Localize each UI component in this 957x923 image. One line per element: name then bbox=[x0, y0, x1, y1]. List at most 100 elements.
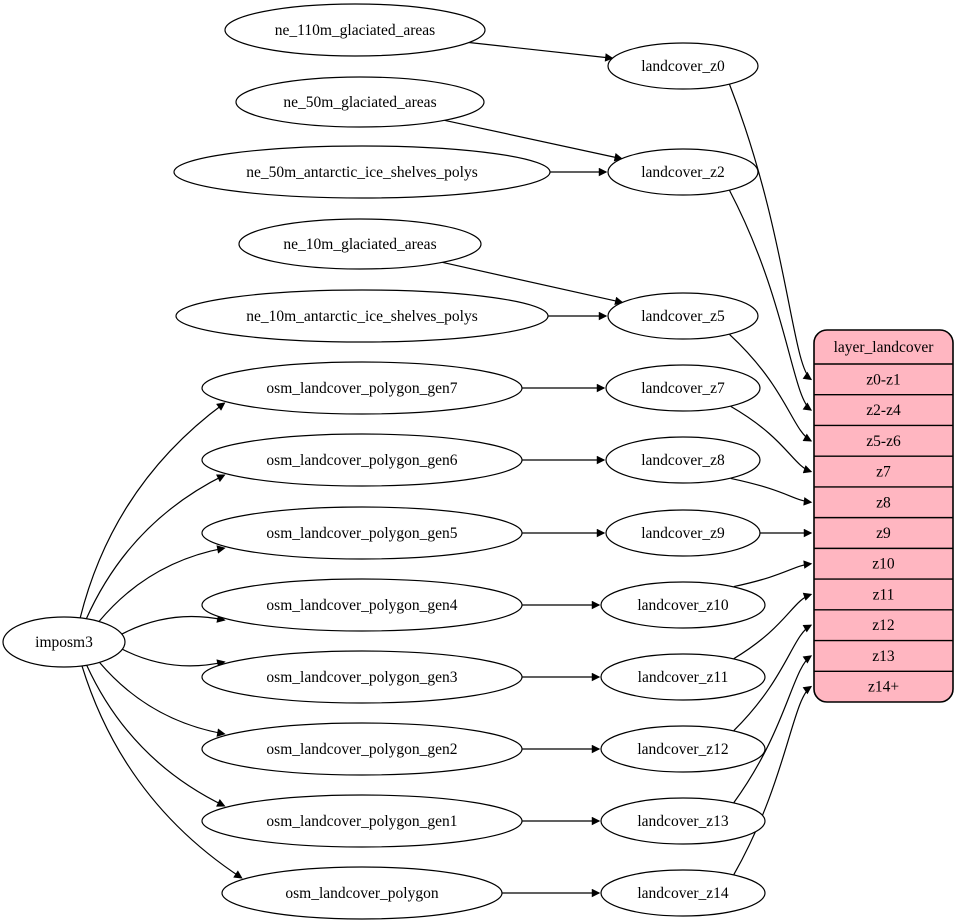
node-osm-landcover-polygon-gen6: osm_landcover_polygon_gen6 bbox=[201, 433, 523, 487]
edge-imposm3-to-osm-landcover-polygon-gen1 bbox=[86, 664, 226, 807]
node-ne-10m-antarctic-ice-shelves-polys: ne_10m_antarctic_ice_shelves_polys bbox=[175, 289, 549, 343]
table-row-z11: z11 bbox=[873, 586, 895, 603]
landcover-z8-label: landcover_z8 bbox=[641, 452, 725, 469]
edge-imposm3-to-osm-landcover-polygon-gen3 bbox=[122, 648, 226, 668]
node-landcover-z9: landcover_z9 bbox=[605, 509, 761, 557]
osm-landcover-polygon-gen3-ellipse bbox=[201, 650, 523, 704]
osm-landcover-polygon-gen4-label: osm_landcover_polygon_gen4 bbox=[266, 597, 457, 614]
edge-landcover-z10-to-row-z10 bbox=[733, 560, 813, 588]
node-osm-landcover-polygon-gen2: osm_landcover_polygon_gen2 bbox=[201, 722, 523, 776]
node-landcover-z2: landcover_z2 bbox=[607, 148, 759, 196]
edge-landcover-z14-to-row-z14 bbox=[733, 685, 813, 875]
node-landcover-z10: landcover_z10 bbox=[600, 581, 766, 629]
node-osm-landcover-polygon: osm_landcover_polygon bbox=[221, 866, 503, 920]
nodes-layer: ne_110m_glaciated_areas ne_50m_glaciated_… bbox=[2, 3, 766, 920]
edge-ne-50m-glaciated-areas-to-landcover-z2 bbox=[444, 119, 623, 162]
imposm3-label: imposm3 bbox=[35, 634, 93, 651]
osm-landcover-polygon-gen7-ellipse bbox=[201, 361, 523, 415]
node-ne-110m-glaciated-areas: ne_110m_glaciated_areas bbox=[224, 3, 486, 57]
edge-landcover-z7-to-row-z7 bbox=[730, 405, 813, 474]
osm-landcover-polygon-gen3-label: osm_landcover_polygon_gen3 bbox=[266, 669, 457, 686]
landcover-z9-label: landcover_z9 bbox=[641, 525, 725, 542]
osm-landcover-polygon-gen2-ellipse bbox=[201, 722, 523, 776]
edge-imposm3-to-osm-landcover-polygon-gen7 bbox=[79, 402, 226, 619]
ne-10m-glaciated-areas-label: ne_10m_glaciated_areas bbox=[283, 236, 436, 253]
osm-landcover-polygon-gen5-ellipse bbox=[201, 506, 523, 560]
osm-landcover-polygon-gen1-label: osm_landcover_polygon_gen1 bbox=[266, 813, 457, 830]
landcover-z9-ellipse bbox=[605, 509, 761, 557]
ne-10m-antarctic-ice-shelves-polys-ellipse bbox=[175, 289, 549, 343]
edge-imposm3-to-osm-landcover-polygon-gen4 bbox=[121, 614, 226, 635]
node-landcover-z13: landcover_z13 bbox=[600, 797, 766, 845]
edge-landcover-z11-to-row-z11 bbox=[733, 592, 813, 660]
landcover-z5-label: landcover_z5 bbox=[641, 308, 725, 325]
ne-10m-antarctic-ice-shelves-polys-label: ne_10m_antarctic_ice_shelves_polys bbox=[246, 308, 478, 325]
osm-landcover-polygon-gen2-label: osm_landcover_polygon_gen2 bbox=[266, 741, 457, 758]
node-landcover-z7: landcover_z7 bbox=[605, 364, 761, 412]
imposm3-ellipse bbox=[2, 616, 126, 668]
edge-imposm3-to-osm-landcover-polygon-gen6 bbox=[85, 474, 226, 619]
node-landcover-z8: landcover_z8 bbox=[605, 436, 761, 484]
edge-imposm3-to-osm-landcover-polygon-gen2 bbox=[99, 661, 226, 737]
ne-110m-glaciated-areas-label: ne_110m_glaciated_areas bbox=[275, 22, 435, 39]
table-row-z0-z1: z0-z1 bbox=[866, 371, 900, 388]
osm-landcover-polygon-gen5-label: osm_landcover_polygon_gen5 bbox=[266, 525, 457, 542]
landcover-z11-label: landcover_z11 bbox=[638, 669, 729, 686]
edge-imposm3-to-osm-landcover-polygon-gen5 bbox=[98, 545, 226, 622]
landcover-z2-ellipse bbox=[607, 148, 759, 196]
landcover-z0-ellipse bbox=[607, 42, 759, 90]
ne-50m-antarctic-ice-shelves-polys-label: ne_50m_antarctic_ice_shelves_polys bbox=[246, 164, 478, 181]
node-landcover-z14: landcover_z14 bbox=[600, 869, 766, 917]
landcover-z11-ellipse bbox=[600, 653, 766, 701]
edge-landcover-z8-to-row-z8 bbox=[730, 477, 813, 506]
node-osm-landcover-polygon-gen3: osm_landcover_polygon_gen3 bbox=[201, 650, 523, 704]
landcover-z10-ellipse bbox=[600, 581, 766, 629]
table-layer: layer_landcoverz0-z1z2-z4z5-z6z7z8z9z10z… bbox=[813, 329, 954, 703]
node-ne-10m-glaciated-areas: ne_10m_glaciated_areas bbox=[238, 218, 482, 270]
node-imposm3: imposm3 bbox=[2, 616, 126, 668]
node-landcover-z11: landcover_z11 bbox=[600, 653, 766, 701]
edge-imposm3-to-osm-landcover-polygon bbox=[81, 665, 243, 879]
edge-landcover-z5-to-row-z5-z6 bbox=[729, 333, 813, 442]
osm-landcover-polygon-gen4-ellipse bbox=[201, 578, 523, 632]
osm-landcover-polygon-gen7-label: osm_landcover_polygon_gen7 bbox=[266, 380, 457, 397]
table-row-z2-z4: z2-z4 bbox=[866, 402, 901, 419]
landcover-z5-ellipse bbox=[607, 292, 759, 340]
edge-landcover-z2-to-row-z2-z4 bbox=[728, 190, 813, 411]
layer-landcover-table: layer_landcoverz0-z1z2-z4z5-z6z7z8z9z10z… bbox=[813, 329, 954, 703]
edges-layer bbox=[79, 41, 813, 898]
landcover-z2-label: landcover_z2 bbox=[641, 164, 725, 181]
ne-110m-glaciated-areas-ellipse bbox=[224, 3, 486, 57]
edge-ne-10m-glaciated-areas-to-landcover-z5 bbox=[442, 261, 624, 306]
landcover-z13-ellipse bbox=[600, 797, 766, 845]
osm-landcover-polygon-gen6-label: osm_landcover_polygon_gen6 bbox=[266, 452, 457, 469]
landcover-z14-label: landcover_z14 bbox=[637, 885, 728, 902]
edge-landcover-z13-to-row-z13 bbox=[733, 655, 813, 803]
table-title: layer_landcover bbox=[834, 339, 935, 356]
node-osm-landcover-polygon-gen5: osm_landcover_polygon_gen5 bbox=[201, 506, 523, 560]
ne-50m-glaciated-areas-label: ne_50m_glaciated_areas bbox=[283, 94, 436, 111]
table-row-z14: z14+ bbox=[868, 679, 899, 696]
table-row-z10: z10 bbox=[872, 556, 895, 573]
node-osm-landcover-polygon-gen1: osm_landcover_polygon_gen1 bbox=[201, 794, 523, 848]
table-row-z13: z13 bbox=[872, 648, 895, 665]
node-osm-landcover-polygon-gen4: osm_landcover_polygon_gen4 bbox=[201, 578, 523, 632]
edge-ne-110m-glaciated-areas-to-landcover-z0 bbox=[468, 41, 614, 62]
osm-landcover-polygon-ellipse bbox=[221, 866, 503, 920]
landcover-z0-label: landcover_z0 bbox=[641, 58, 725, 75]
node-ne-50m-glaciated-areas: ne_50m_glaciated_areas bbox=[235, 76, 485, 128]
node-ne-50m-antarctic-ice-shelves-polys: ne_50m_antarctic_ice_shelves_polys bbox=[173, 145, 551, 199]
osm-landcover-polygon-gen1-ellipse bbox=[201, 794, 523, 848]
landcover-z8-ellipse bbox=[605, 436, 761, 484]
table-row-z12: z12 bbox=[872, 617, 894, 634]
node-landcover-z0: landcover_z0 bbox=[607, 42, 759, 90]
landcover-z7-ellipse bbox=[605, 364, 761, 412]
ne-10m-glaciated-areas-ellipse bbox=[238, 218, 482, 270]
table-row-z5-z6: z5-z6 bbox=[866, 433, 901, 450]
node-landcover-z5: landcover_z5 bbox=[607, 292, 759, 340]
table-row-z8: z8 bbox=[876, 494, 891, 511]
ne-50m-antarctic-ice-shelves-polys-ellipse bbox=[173, 145, 551, 199]
landcover-z7-label: landcover_z7 bbox=[641, 380, 725, 397]
table-row-z7: z7 bbox=[876, 464, 891, 481]
